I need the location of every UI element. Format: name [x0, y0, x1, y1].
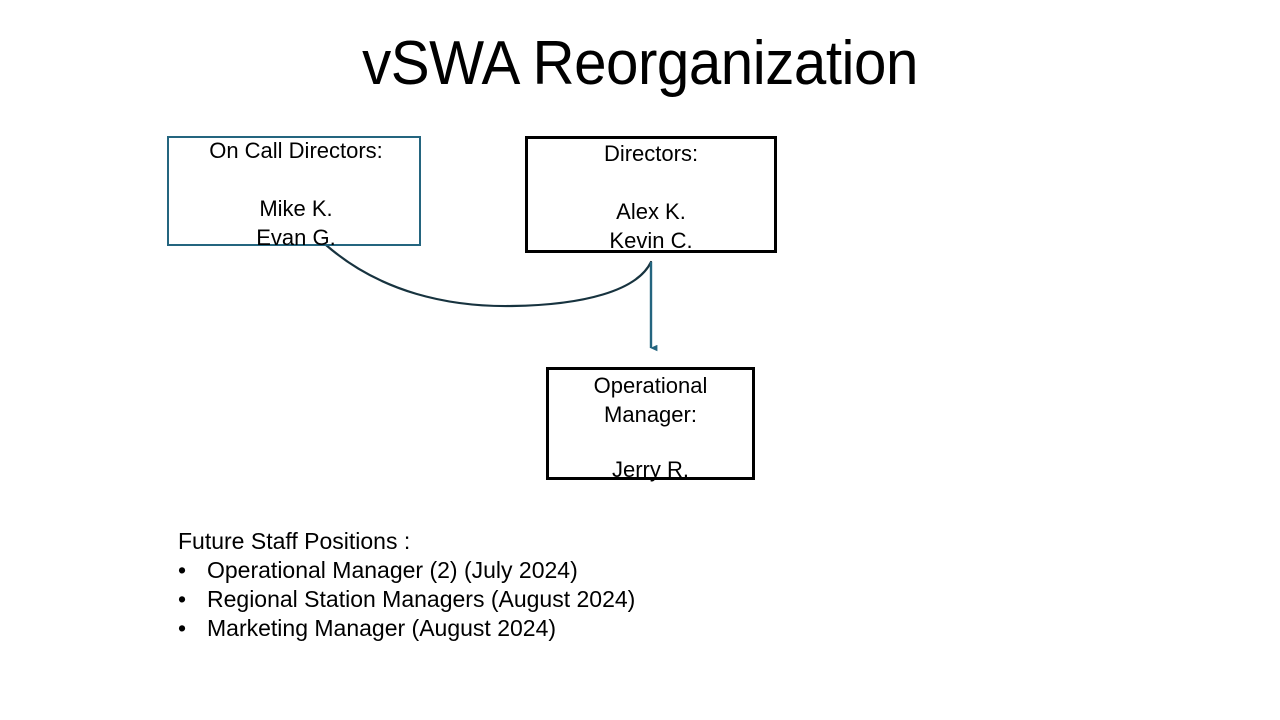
- list-item-label: Operational Manager (2) (July 2024): [207, 557, 578, 583]
- org-box-member: Evan G.: [256, 225, 336, 250]
- org-box-operational-manager[interactable]: Operational Manager: Jerry R.: [546, 367, 755, 482]
- org-box-heading: Directors:: [603, 141, 699, 166]
- future-staff-heading: Future Staff Positions :: [178, 528, 411, 554]
- list-item-label: Regional Station Managers (August 2024): [207, 586, 636, 612]
- list-item: • Marketing Manager (August 2024): [178, 614, 878, 643]
- org-box-member: Alex K.: [616, 199, 686, 224]
- org-box-member: Jerry R.: [612, 457, 689, 482]
- bullet-icon: •: [178, 615, 187, 641]
- spacer: [546, 429, 755, 455]
- bullet-icon: •: [178, 557, 187, 583]
- org-box-member: Mike K.: [259, 196, 333, 221]
- bullet-icon: •: [178, 586, 187, 612]
- org-box-directors[interactable]: Directors: Alex K. Kevin C.: [525, 136, 777, 253]
- future-staff-list: • Operational Manager (2) (July 2024) • …: [178, 556, 878, 643]
- list-item: • Regional Station Managers (August 2024…: [178, 585, 878, 614]
- org-box-heading: Manager:: [604, 402, 697, 427]
- org-box-on-call-directors[interactable]: On Call Directors: Mike K. Evan G.: [167, 136, 421, 250]
- spacer: [525, 168, 777, 197]
- org-box-heading: On Call Directors:: [209, 138, 383, 163]
- list-item: • Operational Manager (2) (July 2024): [178, 556, 878, 585]
- future-staff-section: Future Staff Positions : • Operational M…: [178, 527, 878, 643]
- spacer: [169, 165, 423, 194]
- page-title: vSWA Reorganization: [362, 29, 918, 98]
- org-box-content: Directors: Alex K. Kevin C.: [525, 139, 777, 255]
- org-box-content: Operational Manager: Jerry R.: [546, 371, 755, 484]
- org-box-heading: Operational: [593, 373, 708, 398]
- list-item-label: Marketing Manager (August 2024): [207, 615, 557, 641]
- org-box-content: On Call Directors: Mike K. Evan G.: [169, 136, 423, 252]
- org-box-member: Kevin C.: [609, 228, 693, 253]
